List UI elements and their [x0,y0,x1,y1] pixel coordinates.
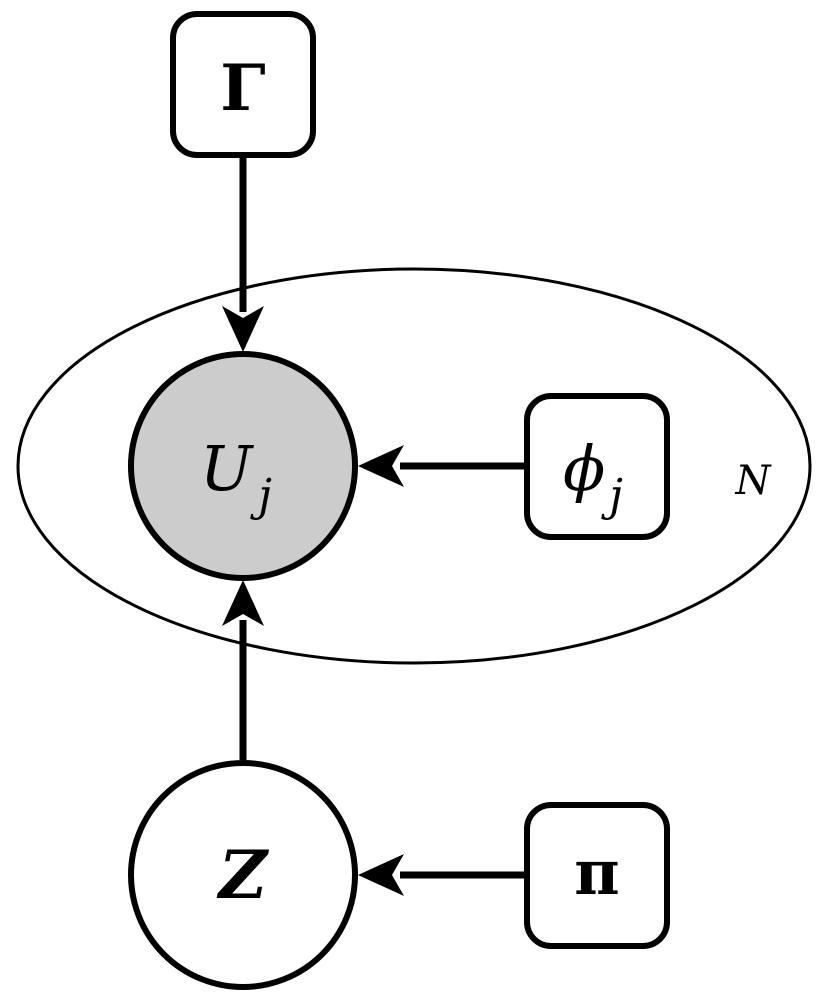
edge-gamma-to-u [222,156,264,352]
node-pi-label: π [574,836,619,909]
node-u-symbol: U [200,432,254,505]
plate-ellipse [16,267,812,665]
node-gamma-label: Γ [220,51,265,126]
node-z: Z [128,760,358,990]
node-gamma-box [170,11,316,158]
node-z-label: Z [216,836,270,914]
node-phi-box [524,393,670,540]
node-z-circle [128,760,358,990]
edge-z-to-u [222,580,264,760]
node-gamma: Γ [170,11,316,158]
plate-label: N [735,458,773,504]
node-u-circle [128,351,358,581]
node-pi-box [524,802,670,949]
edge-phi-to-u [358,445,527,487]
node-phi: ϕj [524,393,670,540]
node-phi-symbol: ϕ [563,432,605,505]
node-pi: π [524,802,670,949]
edge-pi-to-z [358,854,527,896]
